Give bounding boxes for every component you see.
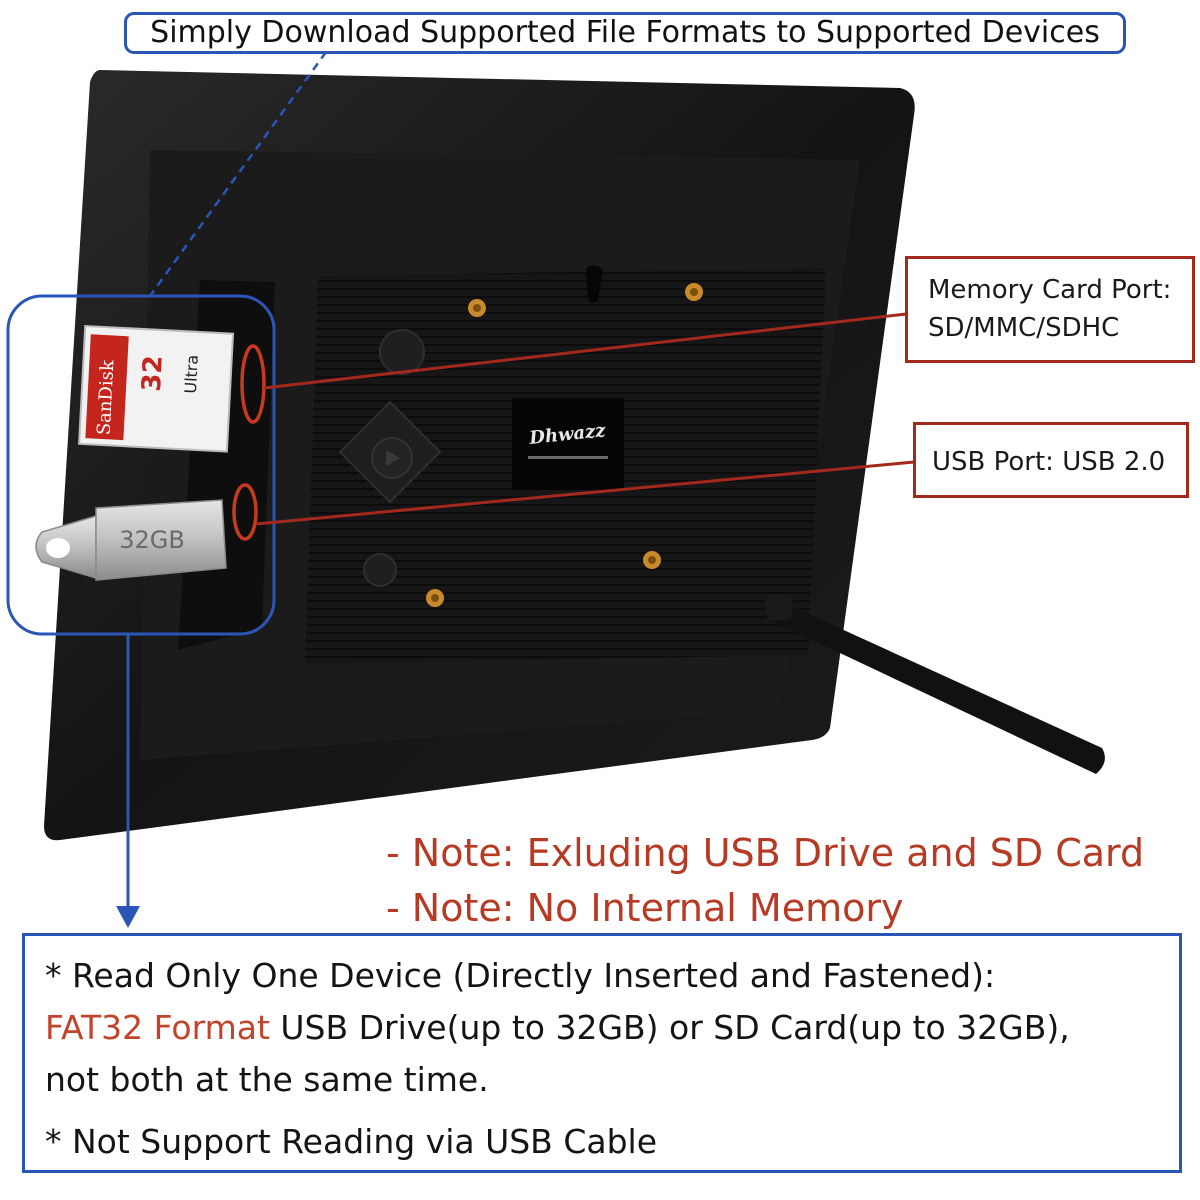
usb-drive-capacity: 32GB bbox=[119, 526, 185, 554]
stand-arm bbox=[770, 600, 1105, 774]
sd-card-brand: SanDisk bbox=[94, 359, 119, 436]
info-line-format: FAT32 Format USB Drive(up to 32GB) or SD… bbox=[45, 1002, 1179, 1054]
usb-drive: 32GB bbox=[35, 499, 227, 581]
memory-card-port-label: Memory Card Port: bbox=[928, 275, 1172, 305]
sd-card: SanDisk 32 Ultra bbox=[78, 324, 235, 453]
sd-card-series: Ultra bbox=[181, 354, 202, 394]
memory-callout-line bbox=[263, 312, 907, 390]
notes: - Note: Exluding USB Drive and SD Card -… bbox=[386, 826, 1144, 936]
power-button bbox=[379, 329, 425, 375]
port-highlight-box bbox=[6, 294, 276, 636]
down-arrow-head bbox=[116, 906, 140, 928]
memory-port-marker bbox=[240, 344, 266, 424]
note-excluding: - Note: Exluding USB Drive and SD Card bbox=[386, 831, 1145, 875]
page-title: Simply Download Supported File Formats t… bbox=[124, 12, 1126, 54]
hang-hole bbox=[586, 265, 603, 303]
fat32-highlight: FAT32 Format bbox=[45, 1008, 270, 1047]
memory-card-port-callout: Memory Card Port: SD/MMC/SDHC bbox=[905, 256, 1195, 363]
note-no-memory: - Note: No Internal Memory bbox=[386, 886, 904, 930]
usb-callout-line bbox=[255, 460, 915, 526]
info-line-no-cable: * Not Support Reading via USB Cable bbox=[45, 1122, 657, 1161]
sd-card-capacity: 32 bbox=[137, 355, 169, 393]
usb-port-callout: USB Port: USB 2.0 bbox=[913, 422, 1189, 498]
info-line-not-both: not both at the same time. bbox=[45, 1060, 489, 1099]
info-line-format-rest: USB Drive(up to 32GB) or SD Card(up to 3… bbox=[269, 1008, 1070, 1047]
info-box: * Read Only One Device (Directly Inserte… bbox=[22, 933, 1182, 1173]
info-line-read-one: * Read Only One Device (Directly Inserte… bbox=[45, 956, 996, 995]
menu-button bbox=[363, 553, 397, 587]
usb-port-marker bbox=[232, 483, 258, 541]
memory-card-port-formats: SD/MMC/SDHC bbox=[928, 313, 1120, 343]
brand-label bbox=[512, 398, 624, 490]
